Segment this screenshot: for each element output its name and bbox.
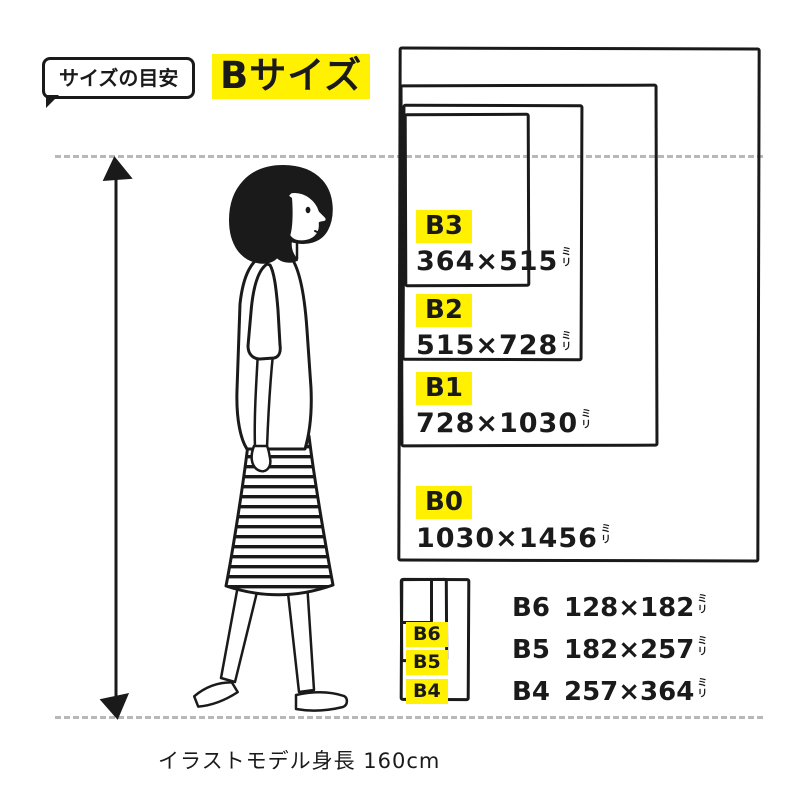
list-dims-b4: 257×364 — [564, 677, 695, 707]
unit-char: リ — [697, 604, 708, 616]
unit-char: ミ — [561, 247, 573, 258]
unit-char: ミ — [697, 636, 708, 647]
page-title: Bサイズ — [212, 54, 371, 99]
rect-label-b5: B5 — [406, 650, 448, 675]
rect-label-b4: B4 — [406, 679, 448, 704]
rect-label-b6: B6 — [406, 622, 448, 647]
size-label-b1: B1 — [416, 372, 472, 406]
size-label-b0: B0 — [416, 486, 472, 520]
size-guide-badge: サイズの目安 — [42, 57, 196, 108]
unit-char: リ — [600, 534, 612, 546]
unit-millimeters: ミリ — [600, 524, 612, 546]
height-arrow-icon — [99, 156, 133, 720]
bottom-height-guide-line — [55, 716, 763, 719]
badge-label: サイズの目安 — [59, 66, 179, 90]
page-title-label: Bサイズ — [220, 54, 363, 97]
size-label-b1-text: B1 — [425, 373, 463, 403]
unit-char: リ — [697, 688, 708, 700]
size-label-b2: B2 — [416, 294, 472, 328]
rect-label-b5-text: B5 — [413, 651, 441, 673]
model-height-caption-text: イラストモデル身長 160cm — [158, 749, 441, 773]
rect-label-b4-text: B4 — [413, 680, 441, 702]
size-dimensions-b3-value: 364×515 — [416, 246, 559, 277]
list-id-b5: B5 — [512, 635, 550, 665]
unit-char: リ — [581, 419, 593, 431]
rect-label-b6-text: B6 — [413, 623, 441, 645]
unit-millimeters: ミリ — [697, 636, 708, 658]
size-dimensions-b1-value: 728×1030 — [416, 408, 579, 439]
size-label-b3: B3 — [416, 210, 472, 244]
unit-char: リ — [561, 341, 573, 353]
unit-char: ミ — [581, 409, 593, 420]
list-id-b6: B6 — [512, 593, 550, 623]
unit-millimeters: ミリ — [561, 247, 573, 269]
unit-char: ミ — [561, 331, 573, 342]
unit-char: ミ — [697, 678, 708, 689]
unit-char: ミ — [697, 594, 708, 605]
list-dims-b6: 128×182 — [564, 593, 695, 623]
size-dimensions-b0-value: 1030×1456 — [416, 523, 598, 554]
unit-millimeters: ミリ — [581, 409, 593, 431]
size-label-b0-text: B0 — [425, 487, 463, 517]
unit-char: リ — [561, 257, 573, 269]
size-dimensions-b2-value: 515×728 — [416, 330, 559, 361]
size-label-b2-text: B2 — [425, 295, 463, 325]
unit-millimeters: ミリ — [697, 678, 708, 700]
list-id-b4: B4 — [512, 677, 550, 707]
unit-char: ミ — [600, 524, 612, 535]
rect-b6 — [400, 578, 433, 624]
model-height-caption: イラストモデル身長 160cm — [158, 745, 440, 775]
unit-millimeters: ミリ — [697, 594, 708, 616]
size-label-b3-text: B3 — [425, 211, 463, 241]
walking-woman-illustration — [192, 165, 349, 712]
top-height-guide-line — [55, 155, 763, 158]
unit-millimeters: ミリ — [561, 331, 573, 353]
unit-char: リ — [697, 646, 708, 658]
list-dims-b5: 182×257 — [564, 635, 695, 665]
